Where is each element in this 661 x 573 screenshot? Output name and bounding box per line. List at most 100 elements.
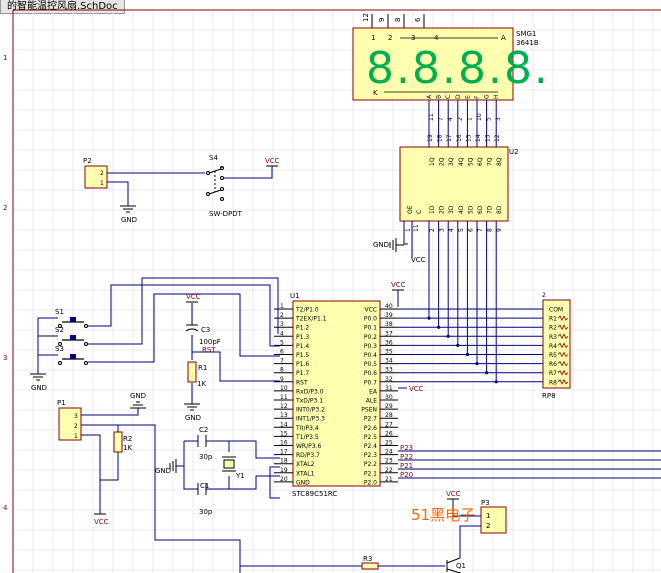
mcu-left-pin-number: 5	[280, 339, 284, 346]
buffer-output-label: 3Q	[448, 157, 455, 166]
display-ref: SMG1	[516, 30, 536, 38]
mcu-left-pin-number: 2	[280, 312, 284, 319]
junction-dot	[465, 352, 469, 357]
mcu-left-pin-label: RD/P3.7	[296, 452, 320, 459]
mcu-right-pin-number: 26	[385, 430, 393, 437]
buffer-top-pin: 18	[437, 134, 444, 142]
mcu-left-pin-number: 8	[280, 367, 284, 374]
mcu-right-pin-label: P2.2	[364, 461, 377, 468]
mcu-body	[292, 300, 381, 487]
mcu-right-pin-number: 39	[385, 312, 393, 319]
s4-part: SW-DPDT	[209, 210, 243, 218]
junction-dot	[485, 371, 489, 375]
display-top-pin-number: 9	[378, 18, 386, 22]
mcu-right-pins: 40VCC39P0.038P0.137P0.236P0.335P0.434P0.…	[361, 303, 398, 486]
p2-net-label: P21	[400, 462, 413, 470]
c3-value: 100pF	[199, 338, 221, 346]
buffer-c-label: C	[416, 210, 423, 214]
display-buffer-wires	[428, 100, 497, 147]
display-part: 3641B	[516, 39, 539, 47]
p2-gnd-label: GND	[121, 216, 137, 224]
p3-body	[480, 506, 507, 534]
display-segment-label: G	[484, 94, 491, 99]
p2-pin-2: 2	[100, 170, 104, 177]
mcu-left-pin-number: 4	[280, 330, 284, 337]
mcu-left-pin-label: P1.2	[296, 325, 309, 332]
mcu-left-pin-number: 11	[280, 394, 288, 401]
display-digits: 8.8.8.8.	[366, 43, 550, 94]
mcu-right-pin-label: PSEN	[361, 407, 377, 414]
display-top-pin-number: 8	[394, 18, 402, 22]
mcu-part: STC89C51RC	[292, 490, 337, 498]
rp8-label: R8	[549, 379, 557, 386]
mcu-right-pin-label: P0.4	[364, 352, 377, 359]
s4-vcc-label: VCC	[265, 157, 280, 165]
rp8-label: R7	[549, 370, 557, 377]
buffer-input-label: 3D	[448, 205, 455, 214]
display-segment-pin: 5	[486, 117, 493, 121]
s4-ref: S4	[209, 154, 218, 162]
p1-pin-2: 2	[74, 423, 78, 430]
buffer-top-pin: 17	[446, 134, 453, 142]
buffer-bottom-pin: 2	[429, 228, 436, 232]
mcu-right-pin-number: 21	[385, 476, 393, 483]
mcu-left-pin-label: RxD/P3.0	[296, 388, 324, 395]
rp8-resistor	[557, 360, 569, 367]
rp8-resistor	[557, 315, 569, 321]
border-mark: 4	[3, 504, 8, 512]
p2-net-label: P22	[400, 453, 413, 461]
mcu-right-pin-label: P2.0	[364, 479, 377, 486]
junction-dot	[475, 362, 479, 366]
mcu-right-pin-label: P2.7	[364, 416, 377, 423]
rp8-resistor	[557, 333, 569, 340]
mcu-right-pin-number: 40	[385, 303, 393, 310]
display-digit-label: 2	[388, 34, 392, 42]
q1-ref: Q1	[456, 562, 466, 570]
mcu-left-pin-number: 12	[280, 403, 288, 410]
mcu-left-pin-number: 13	[280, 412, 288, 419]
junction-dot	[427, 316, 431, 320]
mcu-right-pin-label: P2.4	[364, 443, 377, 450]
mcu-left-pin-label: P1.3	[296, 334, 309, 341]
p0-bus-wires	[398, 221, 543, 384]
mcu-right-pin-number: 32	[385, 376, 393, 383]
mcu-right-pin-number: 34	[385, 358, 393, 365]
buffer-bottom-pin: 7	[477, 228, 484, 232]
mcu-left-pin-label: WR/P3.6	[296, 443, 321, 450]
mcu-left-pin-label: T1/P3.5	[295, 434, 319, 441]
mcu-right-pin-label: P0.1	[364, 325, 377, 332]
rp8-label: COM	[549, 307, 563, 314]
p1-body	[58, 407, 82, 441]
p3-ref: P3	[481, 499, 490, 507]
crystal-gnd-label: GND	[155, 467, 171, 475]
mcu-left-pin-number: 19	[280, 467, 288, 474]
display-segment-pin: 10	[476, 113, 483, 121]
display-segment-label: H	[493, 94, 500, 99]
display-segment-label: B	[436, 95, 443, 99]
mcu-right-pin-label: P0.0	[364, 316, 377, 323]
c2-ref: C2	[199, 426, 208, 434]
c2-value: 30p	[199, 453, 213, 461]
push-switch: S2	[55, 326, 88, 346]
buffer-top-pin: 12	[494, 134, 501, 142]
mcu-right-pin-number: 23	[385, 458, 393, 465]
mcu-right-pin-number: 24	[385, 449, 393, 456]
buffer-ref: U2	[509, 148, 519, 156]
p2-gnd-symbol	[120, 205, 136, 213]
mcu-right-pin-label: P2.5	[364, 434, 377, 441]
display-top-pin-number: 6	[414, 17, 422, 22]
mcu-left-pin-number: 20	[280, 476, 288, 483]
display-segment-pin: 3	[495, 117, 502, 121]
buffer-bottom-pin: 11	[413, 224, 420, 232]
mcu-left-pin-number: 10	[280, 385, 288, 392]
buffer-bottom-pin: 1	[405, 228, 412, 232]
buffer-output-label: 1Q	[429, 157, 436, 166]
y1-body	[223, 459, 235, 469]
r2-value: 1K	[123, 444, 132, 452]
rp8-resistor	[557, 324, 569, 331]
mcu-left-pin-label: XTAL2	[296, 461, 315, 468]
